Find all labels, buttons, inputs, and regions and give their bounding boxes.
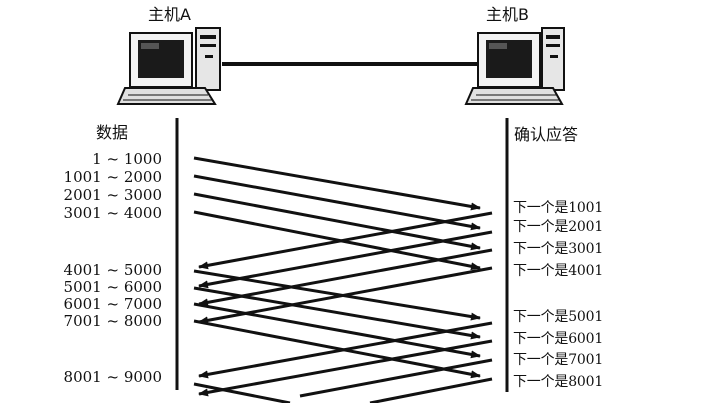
ack-label: 下一个是4001 [513, 263, 604, 279]
ack-arrow-1 [198, 211, 493, 270]
data-arrow-3 [193, 192, 481, 251]
data-arrow-9 [193, 382, 291, 403]
segment-label: 1 ~ 1000 [92, 150, 162, 168]
segment-label: 2001 ~ 3000 [63, 186, 162, 204]
ack-arrow-5 [198, 321, 493, 379]
ack-label: 下一个是1001 [513, 200, 604, 216]
data-arrow-8 [193, 319, 481, 379]
ack-label: 下一个是3001 [513, 241, 604, 257]
segment-label: 4001 ~ 5000 [63, 261, 162, 279]
segment-label: 6001 ~ 7000 [63, 295, 162, 313]
data-arrow-1 [193, 156, 481, 211]
ack-arrow-7 [299, 358, 493, 398]
segment-label: 1001 ~ 2000 [63, 168, 162, 186]
data-arrow-4 [193, 210, 481, 271]
ack-arrow-3 [198, 248, 493, 307]
segment-label: 3001 ~ 4000 [63, 204, 162, 222]
data-header: 数据 [96, 123, 129, 142]
segment-label: 7001 ~ 8000 [63, 312, 162, 330]
host-a-label: 主机A [148, 5, 191, 24]
ack-label: 下一个是7001 [513, 352, 604, 368]
segment-label: 5001 ~ 6000 [63, 278, 162, 296]
segment-label: 8001 ~ 9000 [63, 368, 162, 386]
ack-label: 下一个是2001 [513, 219, 604, 235]
ack-arrow-8 [369, 377, 493, 403]
data-arrow-2 [193, 174, 481, 231]
computer-a-icon [116, 27, 221, 105]
ack-arrow-4 [198, 266, 493, 325]
ack-label: 下一个是6001 [513, 331, 604, 347]
computer-b-icon [464, 27, 565, 105]
ack-arrow-2 [198, 230, 493, 289]
ack-header: 确认应答 [514, 125, 579, 144]
host-b-label: 主机B [486, 5, 529, 24]
ack-arrow-6 [198, 339, 493, 397]
ack-label: 下一个是5001 [513, 309, 604, 325]
ack-label: 下一个是8001 [513, 374, 604, 390]
